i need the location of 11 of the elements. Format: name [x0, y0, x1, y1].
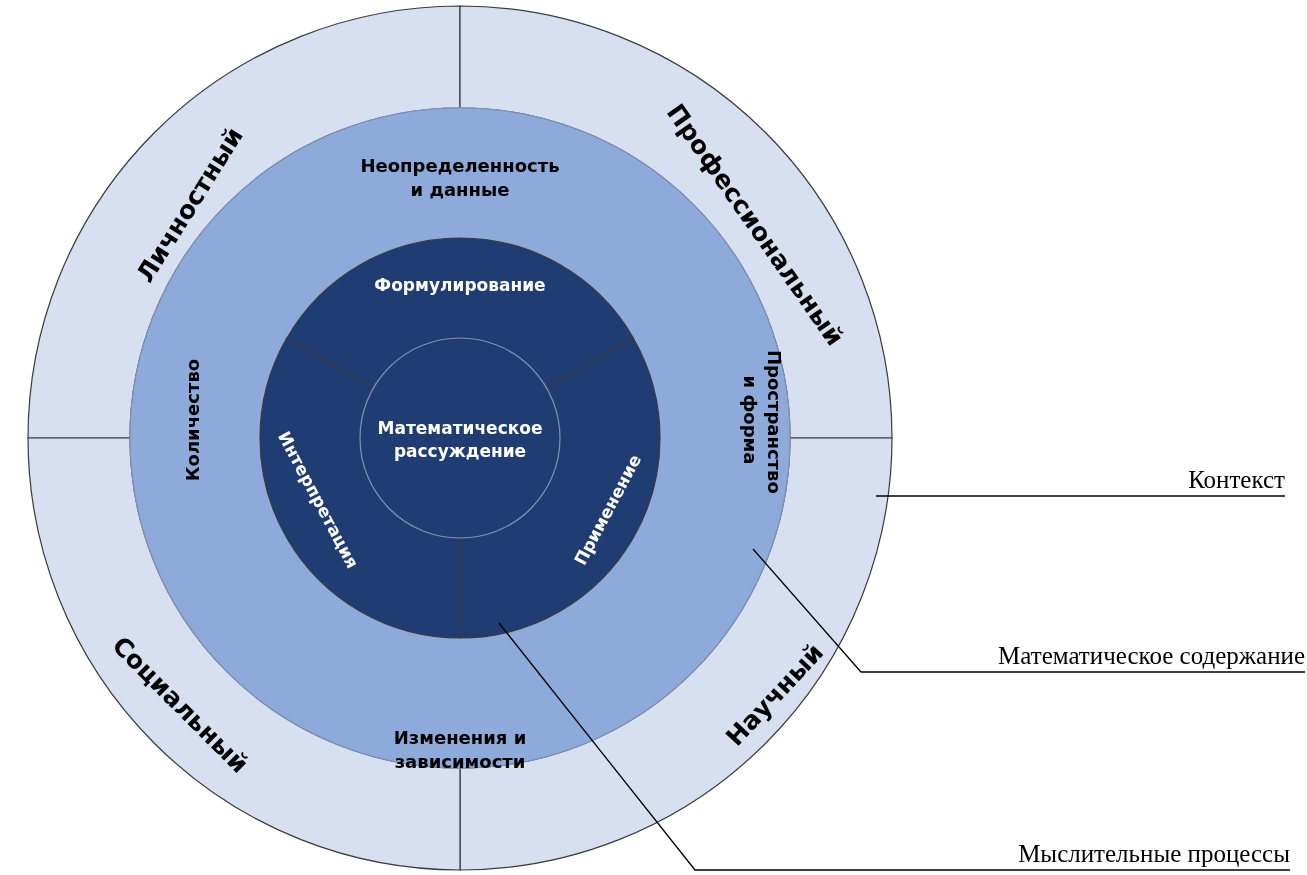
callout-label: Мыслительные процессы	[695, 840, 1290, 870]
callout-label: Математическое содержание	[861, 642, 1305, 672]
callout-label: Контекст	[883, 466, 1285, 496]
leader-line	[752, 548, 1306, 673]
leader-line	[498, 622, 1291, 871]
ring-label: Формулирование	[374, 273, 546, 297]
ring-label: Количество	[180, 358, 204, 482]
ring-label: Неопределенность и данные	[360, 153, 560, 202]
ring-label: Математическое рассуждение	[376, 417, 544, 463]
ring-label: Изменения и зависимости	[392, 725, 528, 774]
leader-line	[875, 495, 1286, 497]
